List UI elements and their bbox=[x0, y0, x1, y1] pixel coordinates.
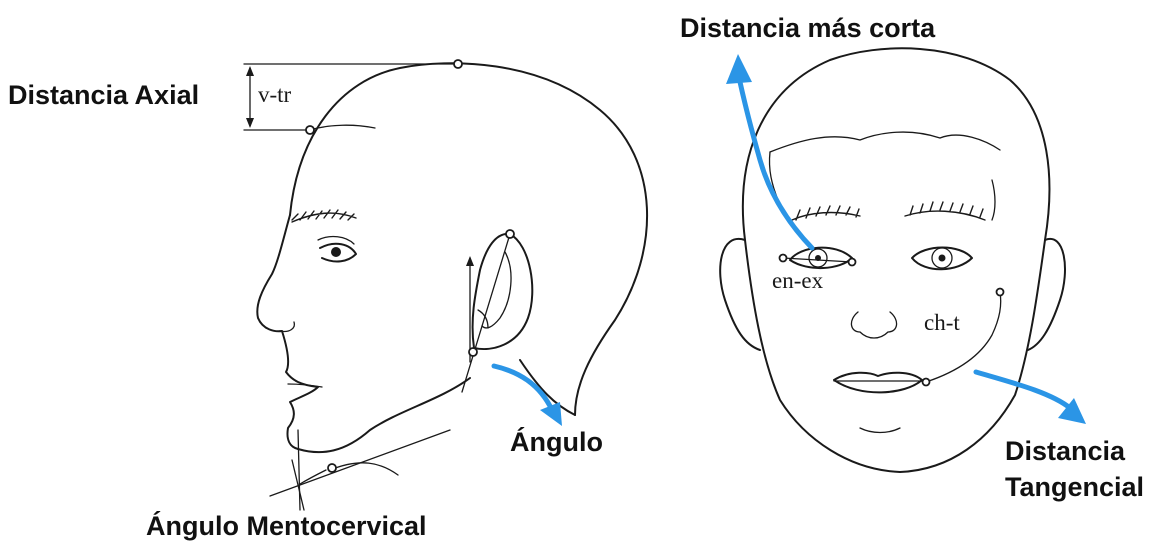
frontal-hairline bbox=[770, 132, 1000, 152]
profile-neck-front bbox=[330, 463, 398, 475]
tangential-distance-label-line2: Tangencial bbox=[1005, 472, 1144, 502]
frontal-eyebrow-left bbox=[792, 206, 860, 220]
shortest-distance-label: Distancia más corta bbox=[680, 13, 936, 43]
frontal-mouth bbox=[834, 373, 922, 393]
eye-code-label: en-ex bbox=[772, 268, 824, 293]
profile-ear-inner bbox=[482, 252, 511, 328]
frontal-ear-right bbox=[1028, 239, 1065, 350]
axial-code-label: v-tr bbox=[258, 82, 292, 107]
frontal-eye-right bbox=[912, 248, 972, 270]
frontal-ear-left bbox=[720, 239, 760, 350]
angle-arrow bbox=[494, 366, 562, 426]
shortest-distance-arrow bbox=[726, 54, 812, 248]
profile-outline bbox=[290, 63, 647, 415]
frontal-eye-left bbox=[780, 248, 856, 268]
frontal-outline bbox=[743, 48, 1050, 472]
profile-ear bbox=[473, 234, 533, 349]
tangential-marker bbox=[923, 289, 1004, 386]
frontal-head bbox=[720, 48, 1086, 472]
frontal-nose bbox=[851, 312, 896, 338]
axial-distance-label: Distancia Axial bbox=[8, 80, 199, 110]
mentocervical-angle-label: Ángulo Mentocervical bbox=[146, 510, 427, 541]
frontal-chin bbox=[860, 428, 900, 433]
profile-face bbox=[257, 215, 318, 449]
profile-neck-back bbox=[520, 360, 575, 415]
profile-jaw bbox=[298, 378, 470, 452]
frontal-eyebrow-right bbox=[905, 202, 985, 220]
cheek-code-label: ch-t bbox=[924, 310, 960, 335]
profile-eyebrow bbox=[292, 210, 356, 222]
tangential-arrow bbox=[976, 372, 1086, 424]
angle-label: Ángulo bbox=[510, 426, 603, 457]
profile-eye bbox=[318, 237, 356, 262]
tangential-distance-label-line1: Distancia bbox=[1005, 436, 1126, 466]
mentocervical-marker bbox=[270, 430, 450, 510]
